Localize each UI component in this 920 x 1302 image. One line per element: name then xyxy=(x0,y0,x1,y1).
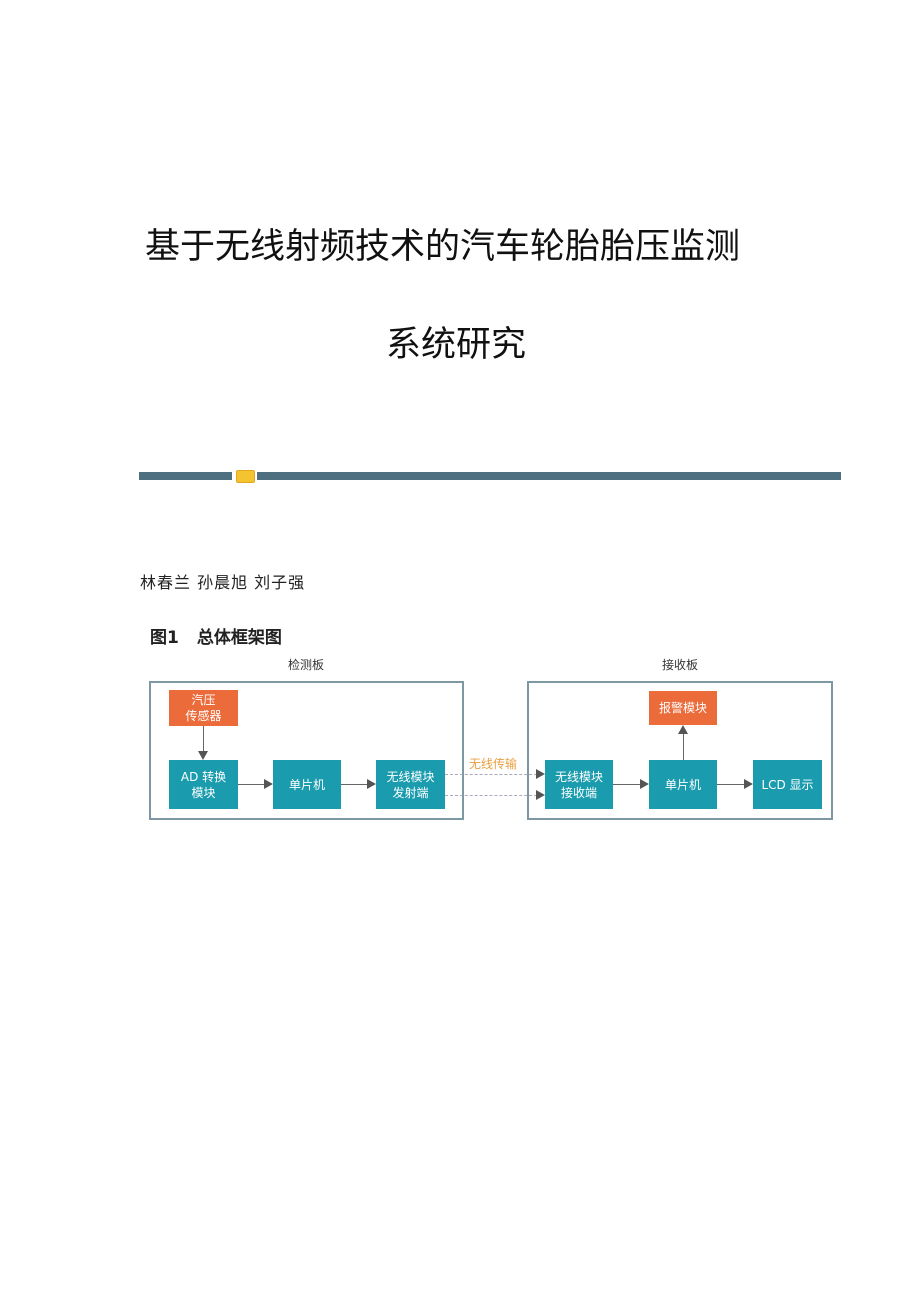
arrow-down-icon xyxy=(198,751,208,760)
wireless-link-1 xyxy=(445,774,537,775)
authors: 林春兰 孙晨旭 刘子强 xyxy=(140,573,306,592)
block-text: 无线模块 xyxy=(554,769,603,784)
wireless-transmission-label: 无线传输 xyxy=(469,757,518,771)
pressure-sensor-block: 汽压传感器 xyxy=(169,690,238,726)
mcu-rx-block: 单片机 xyxy=(649,760,717,809)
arrow-line xyxy=(238,784,265,785)
block-text: 接收端 xyxy=(560,785,597,800)
wireless-tx-block: 无线模块发射端 xyxy=(376,760,445,809)
block-text: 发射端 xyxy=(392,785,429,800)
arrow-right-icon xyxy=(536,790,545,800)
arrow-right-icon xyxy=(536,769,545,779)
ad-converter-block: AD 转换模块 xyxy=(169,760,238,809)
arrow-right-icon xyxy=(744,779,753,789)
wireless-rx-block: 无线模块接收端 xyxy=(545,760,613,809)
wireless-link-2 xyxy=(445,795,537,796)
block-text: 无线模块 xyxy=(386,769,435,784)
arrow-line xyxy=(613,784,641,785)
detect-board xyxy=(149,681,464,820)
figure-title: 图1 总体框架图 xyxy=(150,623,282,648)
title-line-2: 系统研究 xyxy=(386,325,527,365)
arrow-right-icon xyxy=(367,779,376,789)
arrow-line xyxy=(341,784,368,785)
alarm-module-block: 报警模块 xyxy=(649,691,717,725)
mcu-tx-block: 单片机 xyxy=(273,760,341,809)
figure-number: 图1 xyxy=(150,628,179,648)
detect-board-label: 检测板 xyxy=(288,658,325,672)
divider-left xyxy=(139,472,232,480)
arrow-line xyxy=(203,726,204,752)
divider-emblem-icon xyxy=(236,470,255,483)
block-text: 汽压 xyxy=(191,693,216,707)
arrow-right-icon xyxy=(264,779,273,789)
arrow-up-icon xyxy=(678,725,688,734)
block-text: 模块 xyxy=(191,785,216,800)
divider-right xyxy=(257,472,841,480)
arrow-right-icon xyxy=(640,779,649,789)
receive-board-label: 接收板 xyxy=(662,658,699,672)
arrow-line xyxy=(683,733,684,760)
arrow-line xyxy=(717,784,745,785)
figure-caption: 总体框架图 xyxy=(196,628,282,648)
block-text: AD 转换 xyxy=(180,769,227,784)
lcd-display-block: LCD 显示 xyxy=(753,760,822,809)
title-line-1: 基于无线射频技术的汽车轮胎胎压监测 xyxy=(145,227,741,267)
receive-board xyxy=(527,681,833,820)
block-text: 传感器 xyxy=(185,709,222,723)
